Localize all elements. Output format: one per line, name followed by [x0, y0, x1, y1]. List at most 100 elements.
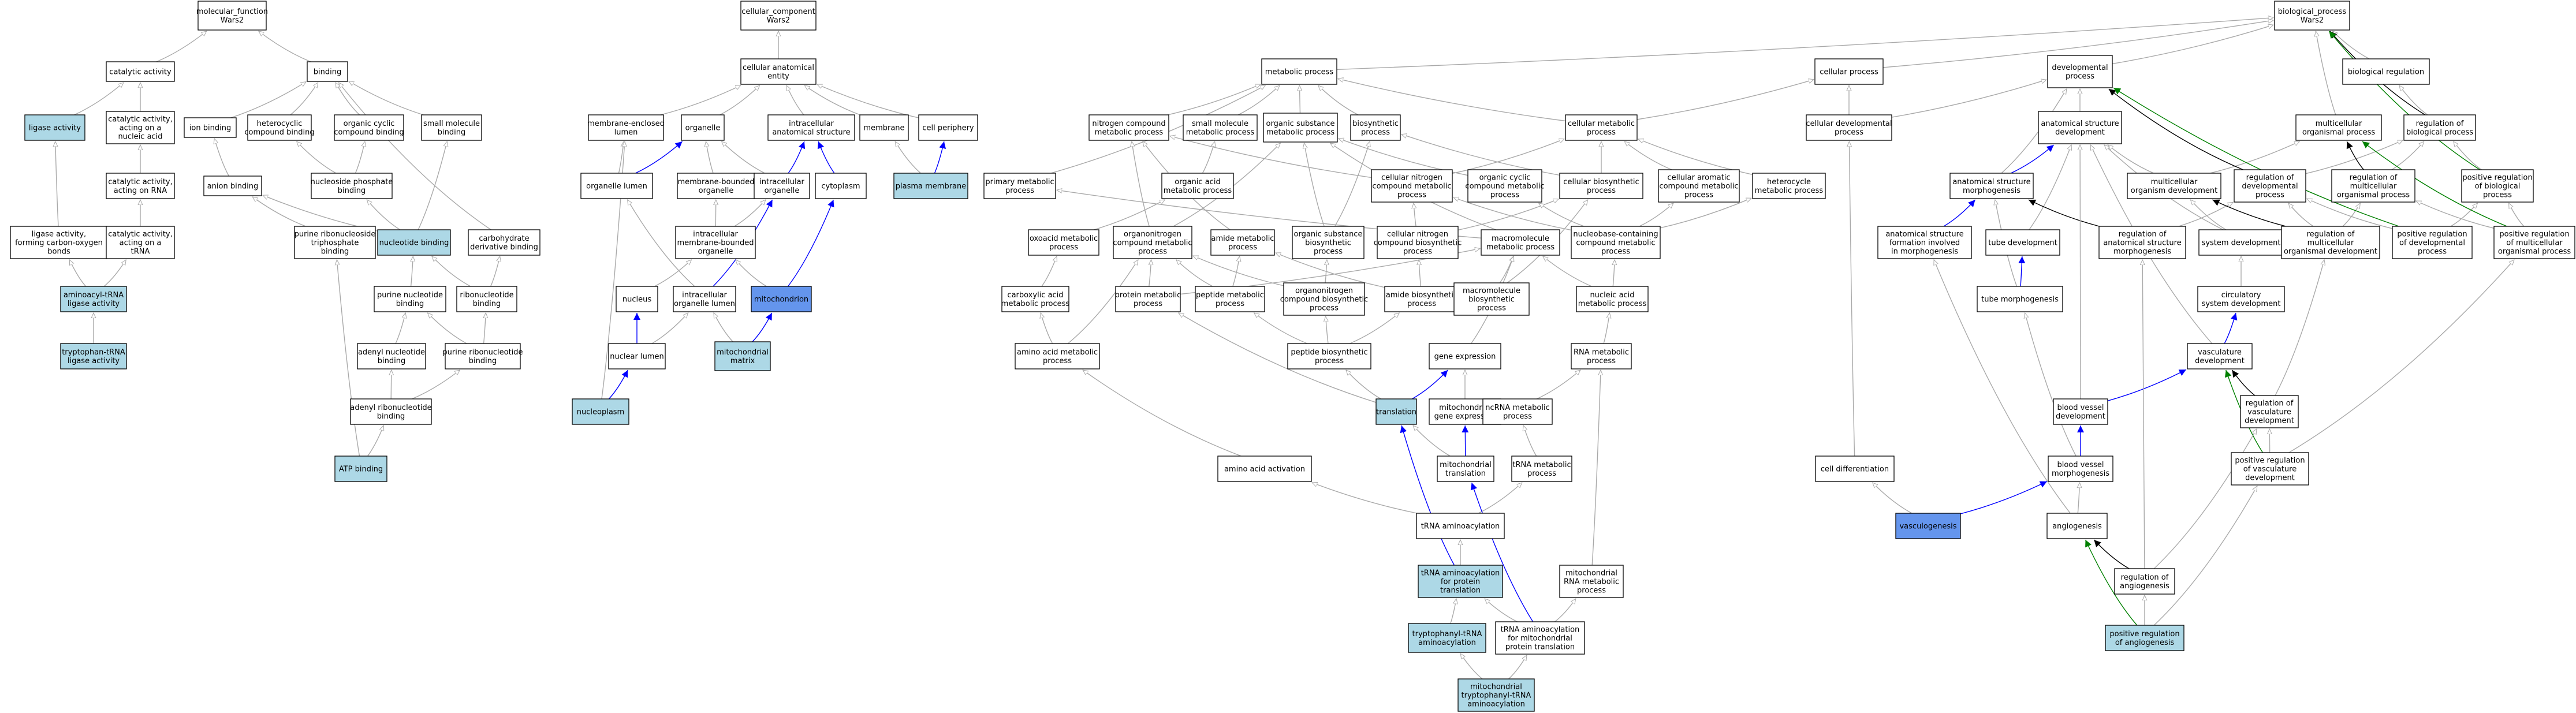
go-term-node-ionbind[interactable]: ion binding	[184, 117, 237, 138]
go-term-node-tubemorph[interactable]: tube morphogenesis	[1977, 286, 2063, 312]
go-term-node-cellperiph[interactable]: cell periphery	[918, 114, 978, 141]
go-term-node-ligcarbon[interactable]: ligase activity,forming carbon-oxygenbon…	[10, 226, 108, 259]
go-term-node-nucleoplasm[interactable]: nucleoplasm	[572, 398, 629, 425]
go-term-node-catactrna[interactable]: catalytic activity,acting on RNA	[106, 173, 175, 199]
go-term-node-metab[interactable]: metabolic process	[1261, 58, 1337, 85]
go-term-node-sysdev[interactable]: system development	[2198, 229, 2284, 256]
go-term-node-ligase[interactable]: ligase activity	[24, 114, 85, 141]
go-term-node-atpbind[interactable]: ATP binding	[334, 456, 387, 482]
go-term-node-mitotrp[interactable]: mitochondrialtryptophanyl-tRNAaminoacyla…	[1457, 678, 1535, 712]
go-term-node-membrane[interactable]: membrane	[859, 114, 909, 141]
go-term-node-angio[interactable]: angiogenesis	[2046, 513, 2108, 539]
go-term-node-translation[interactable]: translation	[1375, 398, 1417, 425]
go-term-node-vasculogenesis[interactable]: vasculogenesis	[1895, 513, 1961, 539]
go-term-node-orglumen[interactable]: organelle lumen	[580, 173, 653, 199]
go-term-node-geneexp[interactable]: gene expression	[1429, 343, 1501, 369]
go-term-node-mito[interactable]: mitochondrion	[751, 286, 812, 312]
go-term-node-nucbind[interactable]: nucleotide binding	[377, 229, 451, 256]
go-term-node-celldiff[interactable]: cell differentiation	[1815, 456, 1895, 482]
go-term-node-anionbind[interactable]: anion binding	[203, 176, 262, 196]
go-term-node-cellproc[interactable]: cellular process	[1814, 58, 1884, 85]
go-term-node-trnaaa[interactable]: tRNA aminoacylation	[1416, 513, 1505, 539]
go-term-node-organelle[interactable]: organelle	[681, 114, 725, 141]
go-term-node-bioreg[interactable]: biological regulation	[2342, 58, 2430, 85]
go-term-node-cytoplasm[interactable]: cytoplasm	[815, 173, 867, 199]
go-term-node-nucleus[interactable]: nucleus	[616, 286, 658, 312]
go-term-node-nuclumen[interactable]: nuclear lumen	[608, 343, 666, 369]
